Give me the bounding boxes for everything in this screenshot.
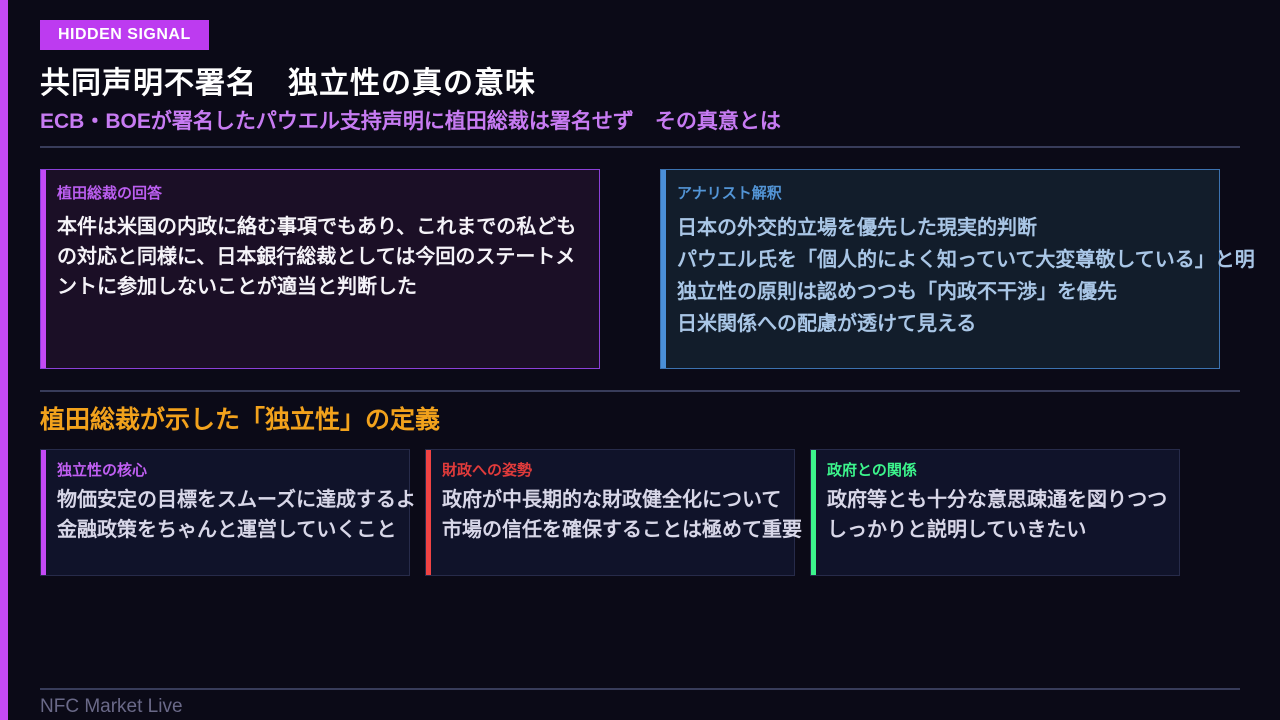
page-title: 共同声明不署名 独立性の真の意味 xyxy=(40,67,536,100)
governor-quote-label: 植田総裁の回答 xyxy=(57,185,163,202)
card-government-relation: 政府との関係 政府等とも十分な意思疎通を図りつつ しっかりと説明していきたい xyxy=(810,449,1180,576)
governor-quote-line: 本件は米国の内政に絡む事項でもあり、これまでの私ども xyxy=(57,216,577,238)
quote-row: 植田総裁の回答 本件は米国の内政に絡む事項でもあり、これまでの私ども の対応と同… xyxy=(40,169,1255,369)
governor-quote-box: 植田総裁の回答 本件は米国の内政に絡む事項でもあり、これまでの私ども の対応と同… xyxy=(40,169,600,369)
card-label: 財政への姿勢 xyxy=(442,462,533,479)
analyst-point: 日本の外交的立場を優先した現実的判断 xyxy=(677,217,1037,239)
card-line: 政府等とも十分な意思疎通を図りつつ xyxy=(827,489,1168,511)
card-label: 政府との関係 xyxy=(827,462,917,479)
card-line: 物価安定の目標をスムーズに達成するよ xyxy=(57,489,416,511)
definition-cards-row: 独立性の核心 物価安定の目標をスムーズに達成するよ 金融政策をちゃんと運営してい… xyxy=(40,449,1240,576)
definition-section-heading: 植田総裁が示した「独立性」の定義 xyxy=(40,406,441,434)
page-subtitle: ECB・BOEが署名したパウエル支持声明に植田総裁は署名せず その真意とは xyxy=(40,110,781,133)
analyst-point: 独立性の原則は認めつつも「内政不干渉」を優先 xyxy=(677,281,1117,303)
analyst-box: アナリスト解釈 日本の外交的立場を優先した現実的判断 パウエル氏を「個人的によく… xyxy=(660,169,1255,369)
category-badge: HIDDEN SIGNAL xyxy=(40,20,209,50)
left-accent-bar xyxy=(0,0,8,720)
governor-quote-line: の対応と同様に、日本銀行総裁としては今回のステートメ xyxy=(57,246,576,268)
card-label: 独立性の核心 xyxy=(57,462,148,479)
card-line: 市場の信任を確保することは極めて重要 xyxy=(442,519,802,541)
slide-content: HIDDEN SIGNAL 共同声明不署名 独立性の真の意味 ECB・BOEが署… xyxy=(40,0,1255,576)
card-line: しっかりと説明していきたい xyxy=(827,519,1087,541)
card-independence-core: 独立性の核心 物価安定の目標をスムーズに達成するよ 金融政策をちゃんと運営してい… xyxy=(40,449,416,576)
card-line: 金融政策をちゃんと運営していくこと xyxy=(57,519,397,541)
analyst-point: 日米関係への配慮が透けて見える xyxy=(677,313,977,335)
divider-middle xyxy=(40,390,1240,392)
card-fiscal-stance: 財政への姿勢 政府が中長期的な財政健全化について 市場の信任を確保することは極め… xyxy=(425,449,802,576)
analyst-box-label: アナリスト解釈 xyxy=(677,185,782,202)
card-line: 政府が中長期的な財政健全化について xyxy=(442,489,782,511)
footer-brand: NFC Market Live xyxy=(40,688,1240,718)
analyst-point: パウエル氏を「個人的によく知っていて大変尊敬している」と明 xyxy=(677,249,1255,271)
divider-top xyxy=(40,146,1240,148)
governor-quote-line: ントに参加しないことが適当と判断した xyxy=(57,276,417,298)
